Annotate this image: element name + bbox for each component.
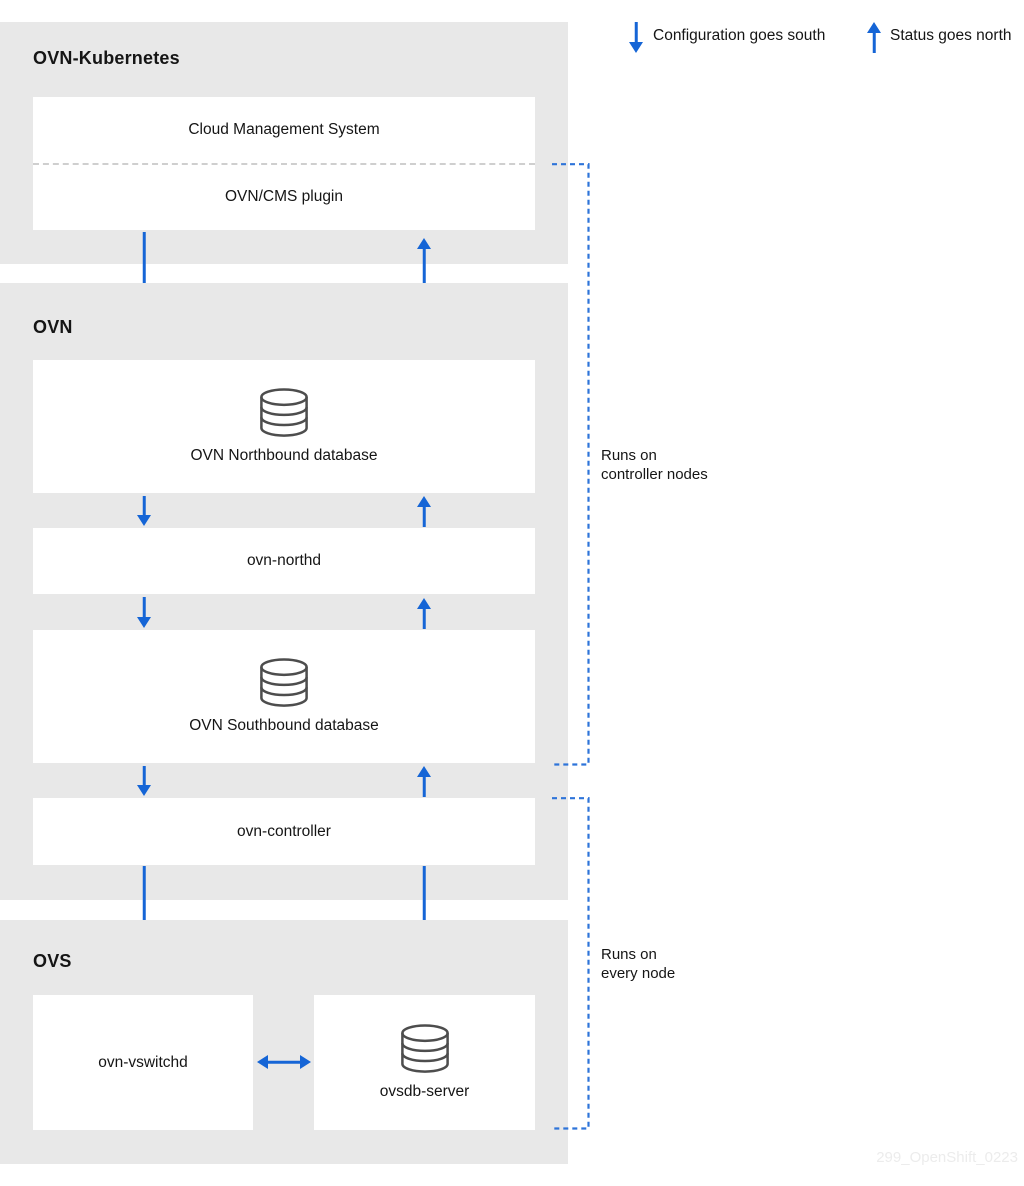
box-cloud-management-system: Cloud Management System OVN/CMS plugin	[33, 97, 535, 230]
annotation-line: every node	[601, 965, 676, 982]
vswitchd-label: ovn-vswitchd	[98, 1053, 188, 1071]
bracket-controller-nodes	[552, 163, 590, 766]
box-ovn-northbound-database: OVN Northbound database	[33, 360, 535, 493]
cms-label: Cloud Management System	[188, 120, 380, 138]
config-arrow-southbound-to-controller	[137, 766, 151, 796]
watermark-text: 299_OpenShift_0223	[876, 1149, 1018, 1166]
panel-title-ovn-kubernetes: OVN-Kubernetes	[33, 48, 180, 68]
annotation-line: Runs on	[601, 946, 657, 963]
northd-label: ovn-northd	[246, 552, 322, 569]
panel-title-ovn: OVN	[33, 317, 73, 337]
annotation-controller-nodes: Runs on controller nodes	[601, 446, 708, 484]
cms-upper-half: Cloud Management System	[33, 97, 535, 165]
controller-label: ovn-controller	[237, 822, 331, 840]
config-arrow-northbound-to-northd	[137, 496, 151, 526]
arrow-up-icon	[867, 22, 881, 53]
database-icon	[260, 388, 308, 437]
database-icon	[400, 1024, 449, 1073]
database-icon	[260, 658, 308, 707]
status-arrow-southbound-to-northd	[417, 598, 431, 629]
box-ovsdb-server: ovsdb-server	[314, 995, 535, 1130]
box-ovn-northd: ovn-northd	[33, 528, 535, 594]
northbound-label: OVN Northbound database	[190, 447, 378, 464]
arrow-down-icon	[629, 22, 643, 53]
box-ovn-southbound-database: OVN Southbound database	[33, 630, 535, 763]
annotation-every-node: Runs on every node	[601, 945, 675, 983]
box-ovn-controller: ovn-controller	[33, 798, 535, 865]
status-arrow-controller-to-southbound	[417, 766, 431, 797]
bracket-every-node	[552, 797, 590, 1130]
legend-status-label: Status goes north	[890, 27, 1012, 44]
status-arrow-northd-to-northbound	[417, 496, 431, 527]
config-arrow-northd-to-southbound	[137, 597, 151, 628]
panel-title-ovs: OVS	[33, 951, 72, 971]
ovsdb-label: ovsdb-server	[379, 1083, 470, 1100]
legend-config-label: Configuration goes south	[653, 27, 826, 44]
ovn-cms-plugin-half: OVN/CMS plugin	[33, 165, 535, 231]
annotation-line: controller nodes	[601, 466, 708, 483]
box-ovn-vswitchd: ovn-vswitchd	[33, 995, 253, 1130]
annotation-line: Runs on	[601, 447, 657, 464]
double-arrow-vswitchd-ovsdb	[257, 1055, 311, 1069]
southbound-label: OVN Southbound database	[189, 717, 379, 734]
ovn-cms-plugin-label: OVN/CMS plugin	[224, 188, 343, 206]
